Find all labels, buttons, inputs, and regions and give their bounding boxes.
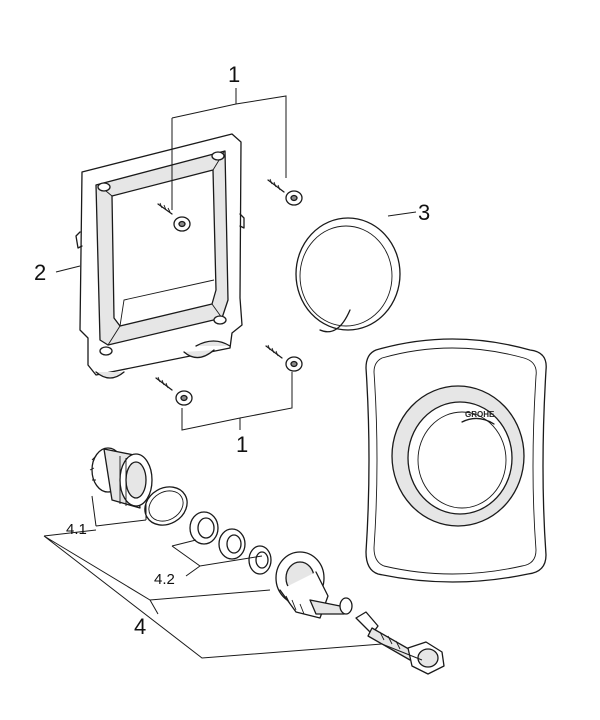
label-frame: 2 <box>34 260 46 285</box>
seal-ring <box>295 217 401 333</box>
cover-plate: GROHE <box>365 338 547 583</box>
housing-sleeve <box>89 447 153 509</box>
brand-logo-text: GROHE <box>465 410 495 419</box>
washer-2 <box>218 528 246 560</box>
brand-logo: GROHE <box>461 410 495 425</box>
o-ring-large <box>144 486 188 526</box>
screw-upper-right <box>267 178 303 206</box>
valve-body <box>275 551 353 619</box>
leader-lines <box>43 88 423 661</box>
mounting-frame <box>75 133 245 379</box>
label-sub-2: 4.2 <box>154 571 175 588</box>
label-screws-top: 1 <box>228 62 240 87</box>
screw-lower-left <box>155 376 193 406</box>
label-screws-bottom: 1 <box>236 432 248 457</box>
label-sub-1: 4.1 <box>66 521 87 538</box>
screw-upper-left <box>157 202 191 232</box>
callout-labels: 1 1 2 3 4 4.1 4.2 <box>34 62 430 639</box>
valve-stem <box>355 611 445 675</box>
label-ring: 3 <box>418 200 430 225</box>
washer-1 <box>189 511 219 545</box>
screw-lower-right <box>265 344 303 372</box>
washer-3 <box>248 545 272 575</box>
label-assembly: 4 <box>134 614 146 639</box>
